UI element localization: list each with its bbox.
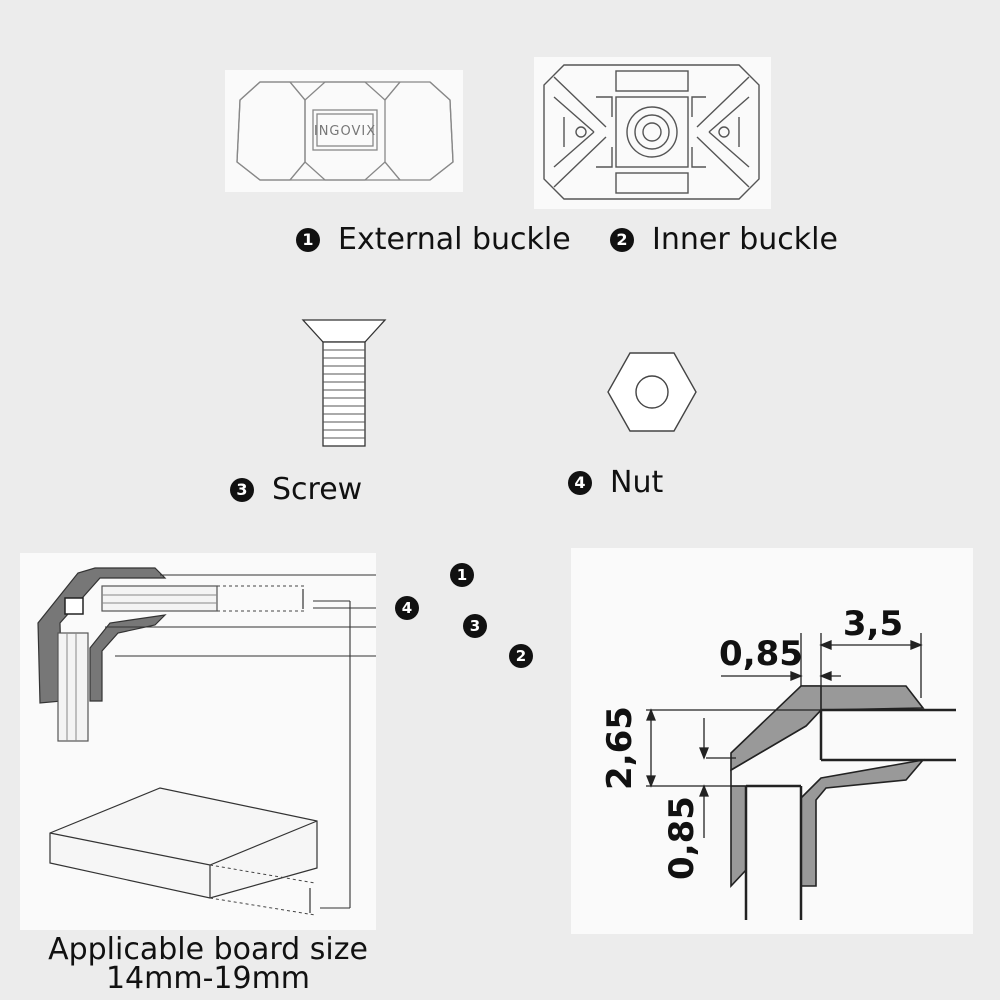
external-buckle-panel: INGOVIX [225, 70, 463, 192]
number-badge: 2 [610, 227, 634, 252]
callout-2: 2 [509, 644, 533, 668]
label-text: Inner buckle [652, 222, 838, 257]
dim-left-top: 2,65 [600, 706, 640, 790]
dim-top-right: 3,5 [843, 604, 903, 644]
nut-label: 4 Nut [568, 465, 663, 500]
number-badge: 3 [230, 477, 254, 502]
inner-buckle-panel [534, 57, 771, 209]
label-text: Screw [272, 472, 363, 507]
screw-label: 3 Screw [230, 472, 362, 507]
callout-4: 4 [395, 596, 419, 620]
dim-top-left: 0,85 [719, 634, 803, 674]
board-size-caption-line2: 14mm-19mm [105, 961, 311, 996]
dimension-panel: 0,85 3,5 2,65 0,85 [571, 548, 973, 934]
assembly-drawing [37, 567, 500, 916]
screw-drawing [301, 319, 387, 447]
inner-buckle-drawing [543, 64, 760, 200]
dim-left-bottom: 0,85 [662, 796, 702, 880]
nut-drawing [607, 352, 697, 432]
label-text: Nut [610, 465, 664, 500]
number-badge: 1 [296, 227, 320, 252]
assembly-panel [20, 553, 500, 930]
dimension-drawing: 0,85 3,5 2,65 0,85 [600, 604, 956, 920]
logo-text: INGOVIX [314, 124, 376, 139]
callout-3: 3 [463, 614, 487, 638]
external-buckle-label: 1 External buckle [296, 222, 571, 257]
external-buckle-drawing: INGOVIX [236, 81, 454, 181]
label-text: External buckle [338, 222, 571, 257]
callout-1: 1 [450, 563, 474, 587]
number-badge: 4 [568, 470, 592, 495]
inner-buckle-label: 2 Inner buckle [610, 222, 838, 257]
board-size-caption-line1: Applicable board size [48, 932, 368, 967]
